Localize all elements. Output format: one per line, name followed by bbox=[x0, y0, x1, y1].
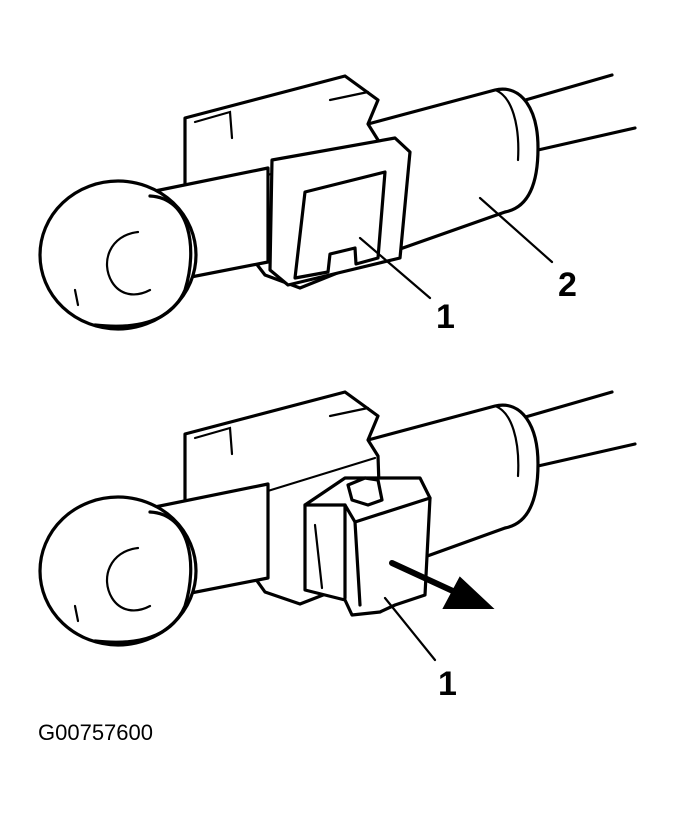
bottom-view-assembly bbox=[38, 390, 637, 662]
figure-id: G00757600 bbox=[38, 720, 153, 745]
cylinder-sleeve bbox=[366, 87, 540, 257]
wire-lower bbox=[536, 442, 637, 468]
leader-1-bottom bbox=[383, 596, 437, 662]
end-cap bbox=[38, 495, 198, 647]
callout-1-top: 1 bbox=[436, 298, 455, 336]
connector-lock-tab-extended bbox=[303, 476, 432, 617]
leader-1-top bbox=[358, 236, 432, 300]
callout-1-bottom: 1 bbox=[438, 665, 457, 703]
wire-upper bbox=[513, 390, 614, 422]
pull-direction-arrow bbox=[389, 560, 495, 609]
callout-2-top: 2 bbox=[558, 266, 577, 304]
end-cap bbox=[38, 179, 198, 331]
wire-lower bbox=[536, 126, 637, 152]
wire-upper bbox=[513, 73, 614, 105]
leader-2-top bbox=[478, 196, 554, 264]
top-view-assembly bbox=[38, 73, 637, 331]
